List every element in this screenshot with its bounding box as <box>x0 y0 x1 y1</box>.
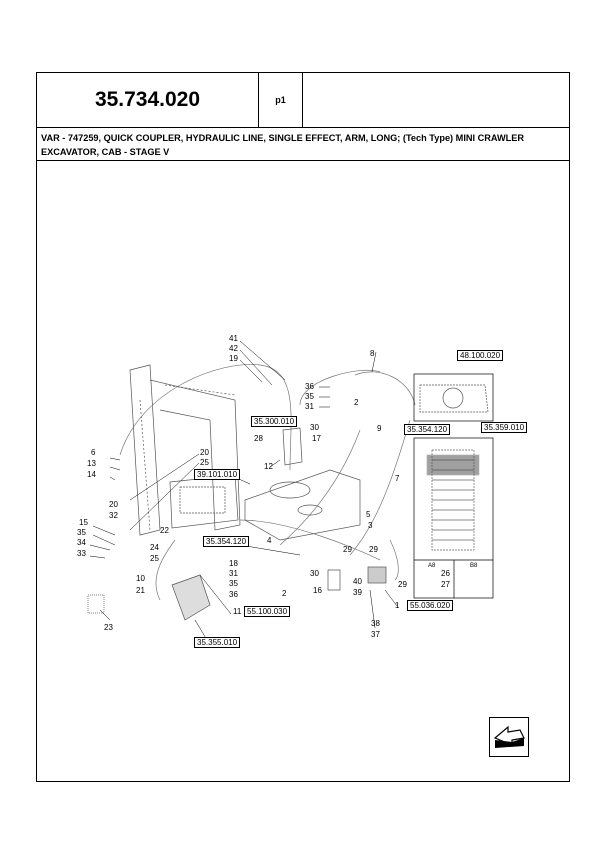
callout-42: 42 <box>229 344 238 353</box>
callout-20b: 20 <box>109 500 118 509</box>
callout-29b: 29 <box>369 545 378 554</box>
callout-4: 4 <box>267 536 272 545</box>
valve-bank <box>426 449 480 551</box>
callout-15: 15 <box>79 518 88 527</box>
boom-frame <box>129 364 241 536</box>
port-a8-label: A8 <box>428 563 436 569</box>
callout-1: 1 <box>395 601 400 610</box>
callout-22: 22 <box>160 526 169 535</box>
callout-31: 31 <box>305 402 314 411</box>
ref-35-354-120b[interactable]: 35.354.120 <box>203 536 250 547</box>
callout-10: 10 <box>136 574 145 583</box>
port-b8-label: B8 <box>470 563 478 569</box>
callout-14: 14 <box>87 470 96 479</box>
ref-35-355-010[interactable]: 35.355.010 <box>194 637 241 648</box>
callout-24: 24 <box>150 543 159 552</box>
valve <box>367 566 387 584</box>
callout-9: 9 <box>377 424 382 433</box>
callout-34: 34 <box>77 538 86 547</box>
callout-25b: 25 <box>150 554 159 563</box>
callout-13: 13 <box>87 459 96 468</box>
previous-page-button[interactable] <box>489 717 529 757</box>
description: VAR - 747259, QUICK COUPLER, HYDRAULIC L… <box>36 127 570 161</box>
callout-41: 41 <box>229 334 238 343</box>
callout-26: 26 <box>441 569 450 578</box>
callout-28: 28 <box>254 434 263 443</box>
ref-55-036-020[interactable]: 55.036.020 <box>407 600 454 611</box>
ref-35-354-120[interactable]: 35.354.120 <box>404 424 451 435</box>
callout-6: 6 <box>91 448 96 457</box>
callout-17: 17 <box>312 434 321 443</box>
callout-33: 33 <box>77 549 86 558</box>
callout-11: 11 <box>233 607 242 616</box>
callout-16: 16 <box>313 586 322 595</box>
upper-structure <box>244 469 361 541</box>
callout-30b: 30 <box>310 569 319 578</box>
pump <box>171 574 211 621</box>
ref-35-359-010[interactable]: 35.359.010 <box>481 422 528 433</box>
callout-29: 29 <box>343 545 352 554</box>
callout-8: 8 <box>370 349 375 358</box>
callout-2: 2 <box>354 398 359 407</box>
callout-36b: 36 <box>229 590 238 599</box>
page-frame <box>36 72 570 782</box>
ref-55-100-030[interactable]: 55.100.030 <box>244 606 291 617</box>
callout-18: 18 <box>229 559 238 568</box>
ref-39-101-010[interactable]: 39.101.010 <box>194 469 241 480</box>
callout-3: 3 <box>368 521 373 530</box>
callout-39: 39 <box>353 588 362 597</box>
callout-25: 25 <box>200 458 209 467</box>
callout-38: 38 <box>371 619 380 628</box>
callout-21: 21 <box>136 586 145 595</box>
hoses <box>119 364 416 601</box>
callout-23: 23 <box>104 623 113 632</box>
callout-30: 30 <box>310 423 319 432</box>
ref-35-300-010[interactable]: 35.300.010 <box>251 416 298 427</box>
callout-29c: 29 <box>398 580 407 589</box>
callout-35c: 35 <box>229 579 238 588</box>
callout-2b: 2 <box>282 589 287 598</box>
control-panel <box>169 474 239 529</box>
previous-page-arrow-icon <box>493 725 525 748</box>
callout-12: 12 <box>264 462 273 471</box>
ref-48-100-020[interactable]: 48.100.020 <box>457 350 504 361</box>
callout-32: 32 <box>109 511 118 520</box>
callout-35: 35 <box>305 392 314 401</box>
callout-27: 27 <box>441 580 450 589</box>
callout-20: 20 <box>200 448 209 457</box>
callout-37: 37 <box>371 630 380 639</box>
plate <box>282 427 303 466</box>
callout-40: 40 <box>353 577 362 586</box>
callout-19: 19 <box>229 354 238 363</box>
callout-31b: 31 <box>229 569 238 578</box>
callout-35b: 35 <box>77 528 86 537</box>
callout-7: 7 <box>395 474 400 483</box>
callout-36: 36 <box>305 382 314 391</box>
callout-5: 5 <box>366 510 371 519</box>
leader-lines <box>89 340 398 641</box>
